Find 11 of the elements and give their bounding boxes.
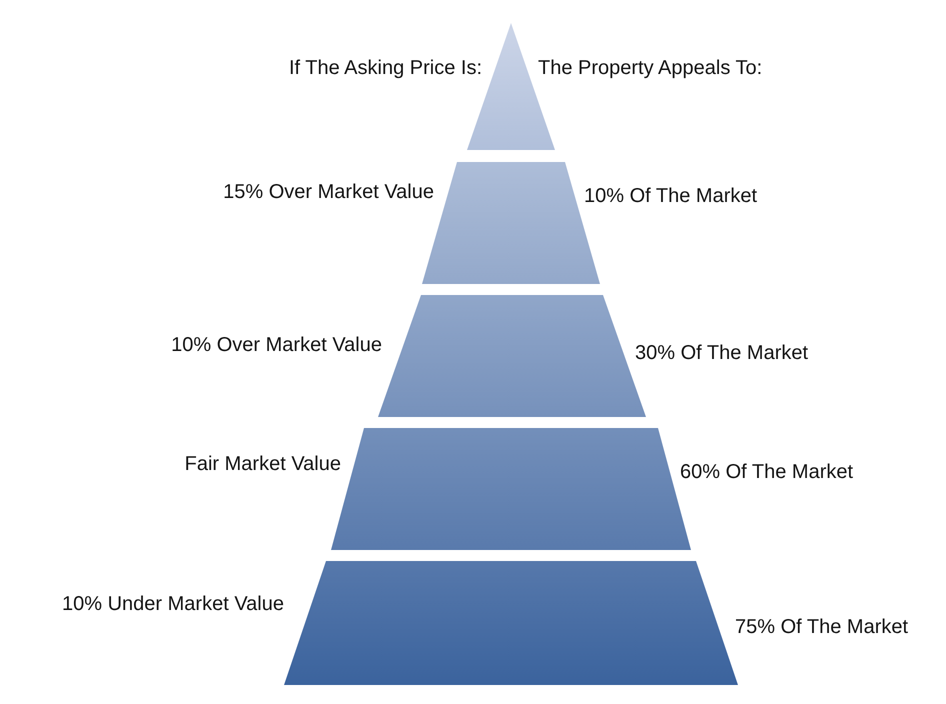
asking-price-label: 15% Over Market Value [223,180,434,204]
column-heading: The Property Appeals To: [538,56,762,80]
asking-price-label: Fair Market Value [184,452,341,476]
asking-price-label: 10% Over Market Value [171,333,382,357]
market-share-label: 60% Of The Market [680,460,854,484]
column-heading: If The Asking Price Is: [288,56,482,80]
market-share-label: 30% Of The Market [635,341,808,365]
asking-price-label: 10% Under Market Value [62,592,284,616]
market-share-label: 75% Of The Market [735,615,908,639]
pyramid-tier [284,561,738,685]
market-share-label: 10% Of The Market [584,184,758,208]
